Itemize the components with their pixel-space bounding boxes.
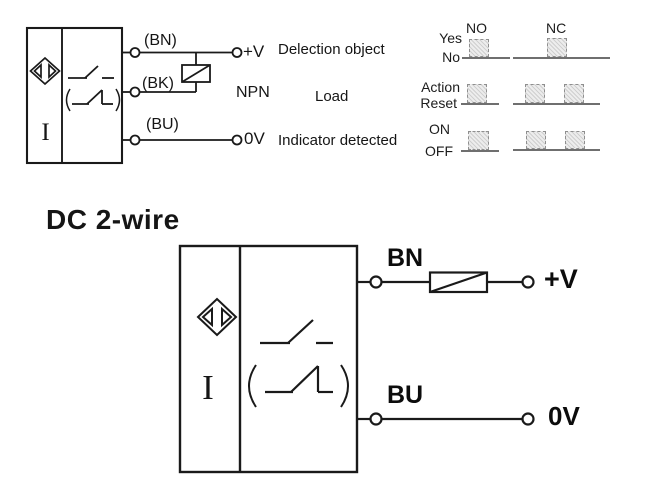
dc3-sensor-box [25,26,124,165]
dc2-zerov-label: 0V [548,401,580,431]
dc3-plusv-terminal-icon [231,47,243,58]
dc3-terminals [129,47,243,146]
timing-pulse [526,131,546,149]
timing-pulse [525,84,545,103]
timing-pulse [565,131,585,149]
dc2-proximity-symbol-icon [196,297,238,337]
dc2-no-contact-icon [260,319,333,345]
dc2-wiring [357,271,522,421]
timing-low-label: No [442,49,460,65]
dc3-wiring [122,51,233,141]
timing-low-label: OFF [425,143,453,159]
dc3-detection-object-label: Delection object [278,41,385,58]
timing-baseline [461,103,499,105]
timing-baseline [513,103,600,105]
timing-high-label: ON [429,121,450,137]
timing-low-label: Reset [420,95,457,111]
dc2-wire-label-bu: BU [387,381,424,409]
dc2-terminals [369,275,535,426]
timing-baseline [513,149,600,151]
dc3-wire-label-bu: (BU) [146,116,179,133]
dc3-plusv-label: +V [243,42,265,61]
dc3-zerov-terminal-icon [231,134,243,146]
dc3-load-label: Load [315,88,349,105]
dc2-bu-terminal-icon [369,412,383,426]
timing-pulse [469,39,489,57]
dc3-wire-label-bk: (BK) [142,75,174,92]
timing-baseline [461,150,499,152]
dc2-zerov-terminal-icon [521,412,535,426]
timing-pulse [547,38,567,57]
dc3-indicator-label: Indicator detected [278,132,398,149]
dc3-bk-terminal-icon [129,86,141,98]
dc3-no-contact-icon [68,65,114,79]
timing-pulse [468,131,489,150]
dc2-wire-label-bn: BN [387,244,424,272]
dc3-proximity-symbol-icon [29,56,61,86]
dc3-nc-contact-icon [65,88,121,112]
timing-pulse [564,84,584,103]
dc2-nc-contact-icon [248,364,349,408]
timing-pulse [467,84,487,103]
timing-high-label: Yes [439,30,462,46]
dc2-title: DC 2-wire [46,204,180,235]
dc2-bn-terminal-icon [369,275,383,289]
timing-col-nc-header: NC [546,20,567,36]
dc3-output-type-label: NPN [236,84,270,101]
timing-baseline [513,57,610,59]
dc3-bu-terminal-icon [129,134,141,146]
dc2-plusv-terminal-icon [521,275,535,289]
dc3-bn-terminal-icon [129,47,141,58]
dc2-sensor-box [178,244,359,474]
dc3-wire-label-bn: (BN) [144,32,177,49]
timing-baseline [462,57,510,59]
timing-high-label: Action [421,79,460,95]
dc3-zerov-label: 0V [244,129,265,148]
timing-col-no-header: NO [466,20,487,36]
dc2-sensor-core-label: I [202,368,214,407]
dc3-sensor-core-label: I [41,119,50,146]
dc2-plusv-label: +V [544,264,578,294]
